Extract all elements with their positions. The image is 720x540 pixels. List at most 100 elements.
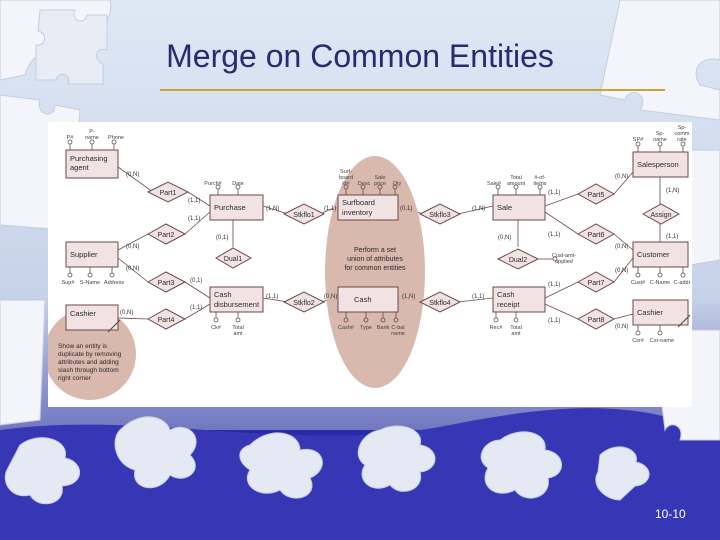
- attr-phone: Phone: [108, 135, 124, 141]
- attr-total-amount-2: amount: [507, 181, 526, 187]
- left-note-line-3: attributes and adding: [58, 359, 119, 366]
- attr-address: Address: [104, 280, 124, 286]
- rel-part8: [576, 308, 616, 330]
- label-purchasing-agent-2: agent: [70, 163, 90, 172]
- label-cash-disbursement-2: disbursement: [214, 300, 260, 309]
- card-p2-supp: (0,N): [126, 244, 139, 250]
- label-part8: Part8: [588, 317, 605, 324]
- attr-cash-num: Cash#: [338, 325, 355, 331]
- attr-type: Type: [360, 325, 372, 331]
- attr-sp-name-2: name: [653, 137, 667, 143]
- rel-part1: [146, 181, 190, 203]
- slide-number: 10-10: [655, 507, 686, 521]
- label-sale: Sale: [497, 203, 512, 212]
- center-note-line-2: union of attributes: [347, 256, 403, 263]
- card-s4-cash: (1,N): [402, 294, 415, 300]
- card-p6-sale: (1,1): [548, 232, 560, 238]
- label-part1: Part1: [160, 190, 177, 197]
- attr-ck-num: Ck#: [211, 325, 222, 331]
- label-part3: Part3: [158, 280, 175, 287]
- card-s1-purch: (1,N): [266, 206, 279, 212]
- card-s2-disb: (1,1): [266, 294, 278, 300]
- card-p5-sale: (1,1): [548, 190, 560, 196]
- label-cash-receipt-1: Cash: [497, 290, 515, 299]
- entity-cashier-left: [65, 304, 119, 331]
- connector-lines: [117, 166, 661, 320]
- attr-total-amt-2: amt: [233, 331, 243, 337]
- card-dual2-sale: (0,N): [498, 235, 511, 241]
- label-purchase: Purchase: [214, 203, 246, 212]
- attr-p-name-2: name: [85, 135, 99, 141]
- label-cash-receipt-2: receipt: [497, 300, 520, 309]
- label-stkflo1: Stkflo1: [293, 212, 315, 219]
- label-part6: Part6: [588, 232, 605, 239]
- label-cashier-left: Cashier: [70, 309, 96, 318]
- label-stkflo2: Stkflo2: [293, 300, 315, 307]
- attr-p-name-1: P-: [89, 129, 95, 135]
- rel-stkflo3: [418, 203, 462, 225]
- card-p7-cust: (0,N): [615, 268, 628, 274]
- card-p6-cust: (0,N): [615, 244, 628, 250]
- relationship-diamonds: [146, 181, 681, 330]
- label-surfboard-inventory-1: Surfboard: [342, 198, 375, 207]
- label-cash-disbursement-1: Cash: [214, 290, 232, 299]
- label-dual1: Dual1: [224, 256, 242, 263]
- entity-cashier-right: [632, 299, 689, 326]
- entity-sale: [492, 194, 546, 221]
- center-note-line-3: for common entities: [344, 265, 406, 272]
- entity-surfboard-inventory: [337, 194, 399, 221]
- rel-part6: [576, 223, 616, 245]
- attr-c-name: C-Name: [650, 280, 670, 286]
- rel-part3: [146, 271, 187, 293]
- duplicate-slash-left: [107, 319, 121, 333]
- entity-purchasing-agent: [65, 149, 119, 179]
- attr-c-addr: C-addr: [674, 280, 691, 286]
- er-diagram: Purchasing agent Purchase Surfboard inve…: [48, 122, 692, 407]
- label-stkflo3: Stkflo3: [429, 212, 451, 219]
- attr-items-1: #-of-: [534, 175, 545, 181]
- attr-sale-num: Sale#: [487, 181, 502, 187]
- left-note-line-2: duplicate by removing: [58, 351, 122, 358]
- attr-desc: Desc: [358, 181, 371, 187]
- attribute-markers: [67, 139, 686, 336]
- label-salesperson: Salesperson: [637, 160, 679, 169]
- attr-rcpt-total-2: amt: [511, 331, 521, 337]
- card-s3-sale: (1,N): [472, 206, 485, 212]
- attr-cust-amt-applied-2: applied: [555, 259, 573, 265]
- label-assign: Assign: [650, 212, 671, 219]
- card-p3-supp: (0,N): [126, 266, 139, 272]
- attr-purch-num: Purch#: [204, 181, 222, 187]
- attr-total-amount-1: Total: [510, 175, 522, 181]
- attr-sp-comm-2: comm: [675, 131, 690, 137]
- highlight-left: [48, 308, 136, 400]
- entity-salesperson: [632, 151, 689, 178]
- rel-part4: [146, 308, 187, 330]
- card-s3-inv: (0,1): [400, 206, 412, 212]
- attr-sp-num: SP#: [633, 137, 644, 143]
- attr-rcpt-total-1: Total: [510, 325, 522, 331]
- label-part2: Part2: [158, 232, 175, 239]
- center-note: Perform a set union of attributes for co…: [344, 247, 406, 272]
- title-rule: [160, 89, 665, 91]
- card-dual1-purch: (0,1): [216, 235, 228, 241]
- attr-bank: Bank: [377, 325, 390, 331]
- label-part4: Part4: [158, 317, 175, 324]
- rel-stkflo4: [418, 291, 462, 313]
- card-p4-cashier: (0,N): [120, 310, 133, 316]
- rel-stkflo2: [282, 291, 326, 313]
- card-p8-cashier: (0,N): [615, 324, 628, 330]
- label-surfboard-inventory-2: inventory: [342, 208, 373, 217]
- card-p8-rcpt: (1,1): [548, 318, 560, 324]
- attr-sp-comm-3: rate: [677, 137, 686, 143]
- rel-part5: [576, 183, 616, 205]
- attr-surf-1: Surf-: [340, 169, 352, 175]
- label-part7: Part7: [588, 280, 605, 287]
- attribute-labels: P# P- name Phone Purch# Date Surf- board…: [62, 125, 691, 344]
- card-p2-purch: (1,1): [188, 216, 200, 222]
- attr-sale-price-2: price: [374, 181, 386, 187]
- card-p7-rcpt: (1,1): [548, 282, 560, 288]
- attr-s-name: S-Name: [80, 280, 100, 286]
- card-p5-sp: (0,N): [615, 174, 628, 180]
- entity-cash-receipt: [492, 286, 546, 313]
- rel-dual1: [215, 247, 253, 269]
